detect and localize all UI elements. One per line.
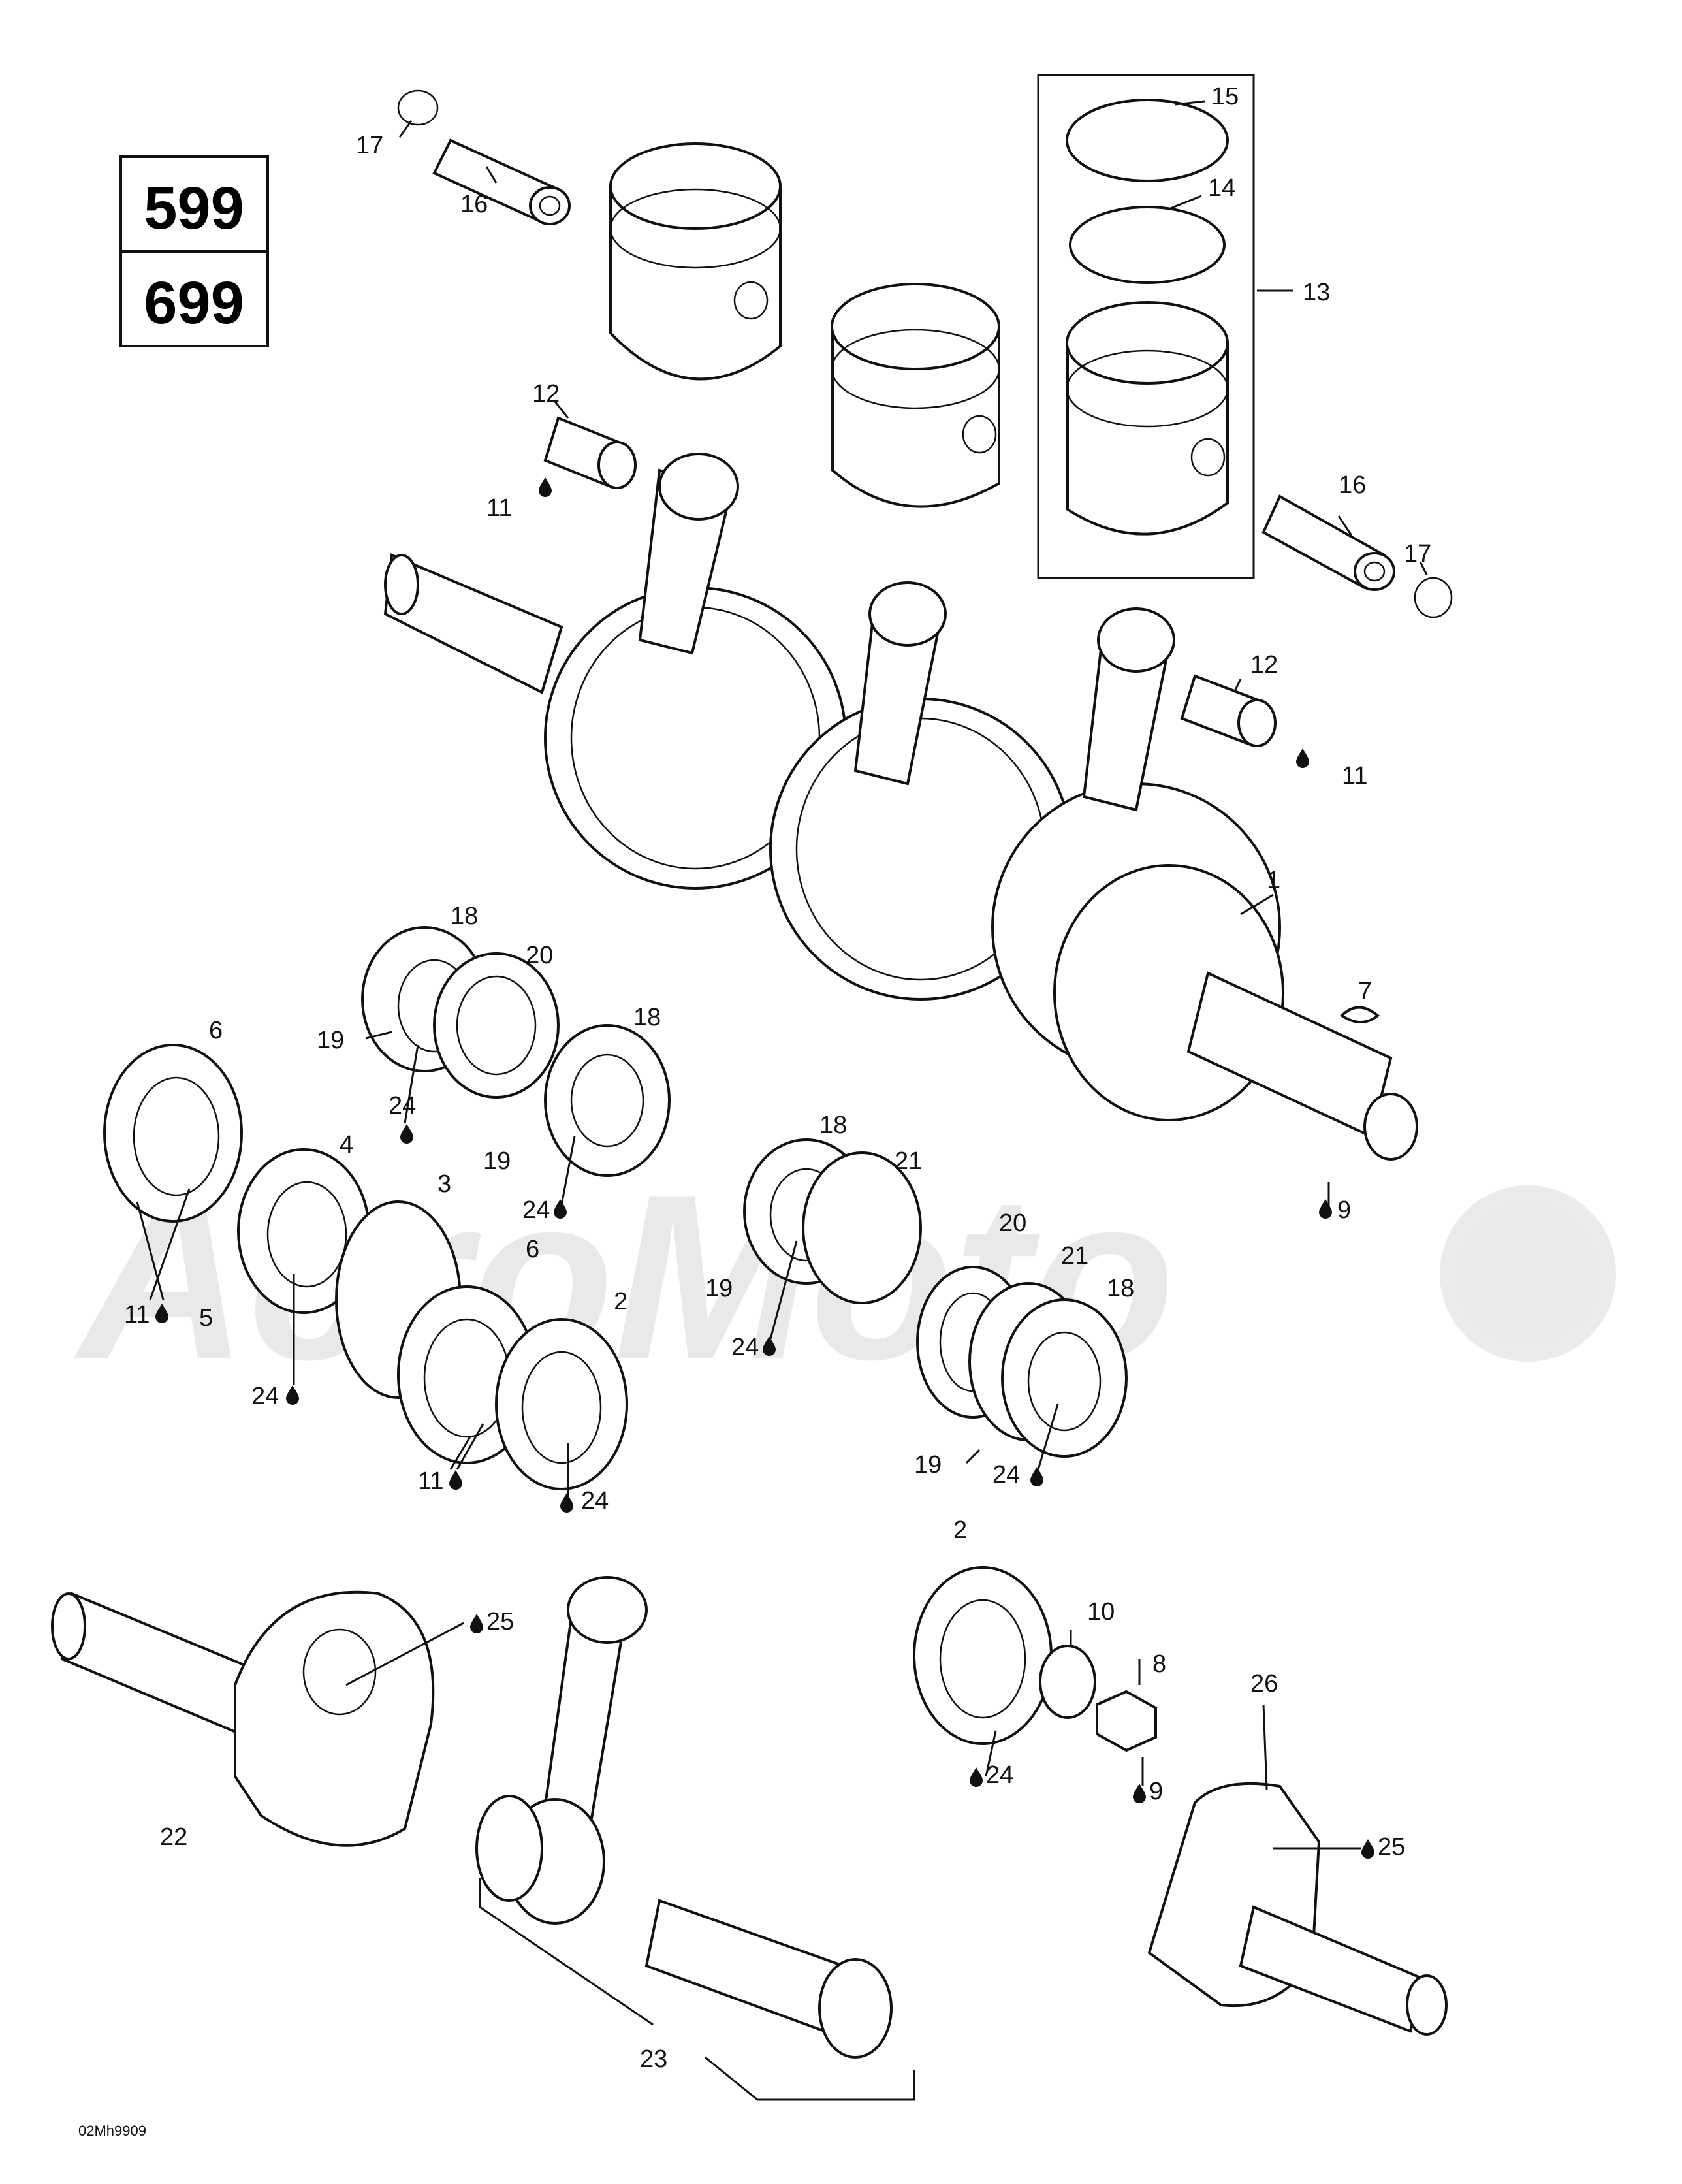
callout-19: 19 xyxy=(317,1027,344,1054)
callout-2: 2 xyxy=(953,1517,967,1544)
callout-7: 7 xyxy=(1358,978,1372,1005)
leader-lines xyxy=(136,100,1428,1850)
piston-ring-15 xyxy=(1066,99,1229,182)
oil-drop-icon xyxy=(970,1767,983,1787)
oil-drop-icon xyxy=(539,477,552,497)
callout-11: 11 xyxy=(124,1301,150,1328)
model-box: 599 699 xyxy=(119,155,269,347)
oil-drop-icon xyxy=(560,1493,573,1513)
woodruff-key-7 xyxy=(1339,1006,1380,1023)
callout-9: 9 xyxy=(1149,1778,1163,1805)
callout-11: 11 xyxy=(486,494,512,522)
oil-drop-icon xyxy=(1296,748,1309,768)
callout-25: 25 xyxy=(486,1608,514,1635)
callout-18: 18 xyxy=(819,1112,847,1139)
callout-24: 24 xyxy=(389,1092,416,1119)
callout-21: 21 xyxy=(895,1148,922,1175)
callout-13: 13 xyxy=(1303,279,1330,306)
callout-21: 21 xyxy=(1061,1242,1088,1270)
model-699: 699 xyxy=(144,270,244,336)
callout-6: 6 xyxy=(209,1017,223,1044)
callout-19: 19 xyxy=(914,1451,942,1479)
callout-24: 24 xyxy=(522,1196,550,1224)
callout-3: 3 xyxy=(437,1170,451,1198)
oil-drop-icon xyxy=(400,1124,413,1144)
oil-seal-6-left xyxy=(103,1044,243,1223)
connecting-rod-23 xyxy=(475,1576,893,2059)
ring-21-a xyxy=(802,1151,922,1304)
piston-pin-16-top xyxy=(432,138,571,225)
callout-19: 19 xyxy=(705,1275,733,1302)
callout-labels: 17 16 15 14 13 12 11 16 17 12 11 1 7 9 1… xyxy=(124,83,1431,2073)
oil-drop-icon xyxy=(1133,1784,1146,1803)
piston-ring-14 xyxy=(1069,206,1226,284)
piston-13-with-rings xyxy=(1066,301,1229,536)
callout-24: 24 xyxy=(986,1761,1013,1789)
piston-pin-16-right xyxy=(1262,494,1395,591)
bracket-23-right xyxy=(705,2056,915,2101)
crankshaft-assembly xyxy=(383,453,1418,1161)
callout-26: 26 xyxy=(1250,1670,1278,1697)
callout-11: 11 xyxy=(1342,762,1367,790)
callout-24: 24 xyxy=(251,1383,279,1410)
needle-bearing-12-right xyxy=(1180,674,1277,747)
callout-20: 20 xyxy=(999,1210,1026,1237)
crank-half-26 xyxy=(1147,1782,1448,2036)
bracket-23 xyxy=(479,1878,654,2026)
callout-8: 8 xyxy=(1152,1650,1166,1678)
oil-drop-icon xyxy=(1361,1839,1374,1859)
callout-16: 16 xyxy=(1339,472,1366,499)
crank-half-22 xyxy=(51,1590,435,1847)
callout-17: 17 xyxy=(356,132,383,159)
callout-5: 5 xyxy=(199,1304,213,1332)
callout-16: 16 xyxy=(460,191,488,218)
needle-bearing-12-left xyxy=(543,416,637,489)
ball-bearing-18-b xyxy=(544,1024,671,1177)
nut-8 xyxy=(1096,1690,1157,1752)
oil-drop-icon xyxy=(1030,1467,1043,1486)
model-599: 599 xyxy=(144,175,244,242)
piston-top xyxy=(609,142,782,381)
callout-24: 24 xyxy=(581,1487,609,1515)
callout-6: 6 xyxy=(526,1236,539,1263)
circlip-17-right xyxy=(1414,577,1453,618)
ball-bearing-2-lower xyxy=(913,1566,1053,1745)
oil-drop-icon xyxy=(1319,1199,1332,1219)
callout-4: 4 xyxy=(340,1131,353,1159)
callout-23: 23 xyxy=(640,2046,667,2073)
oil-drop-icon xyxy=(470,1614,483,1633)
ball-bearing-18-d xyxy=(1001,1298,1128,1458)
ball-bearing-4 xyxy=(237,1148,370,1314)
callout-17: 17 xyxy=(1404,540,1431,568)
piston-kit-frame xyxy=(1037,74,1255,579)
callout-18: 18 xyxy=(633,1004,661,1031)
callout-18: 18 xyxy=(451,903,478,930)
callout-24: 24 xyxy=(731,1334,759,1361)
callout-12: 12 xyxy=(532,380,560,408)
oil-drop-icon xyxy=(449,1470,462,1490)
callout-18: 18 xyxy=(1107,1275,1134,1302)
callout-9: 9 xyxy=(1337,1196,1351,1224)
lock-washer-10 xyxy=(1039,1645,1096,1719)
callout-20: 20 xyxy=(526,942,553,969)
callout-19: 19 xyxy=(483,1148,511,1175)
callout-10: 10 xyxy=(1087,1598,1115,1626)
callout-25: 25 xyxy=(1378,1833,1405,1861)
image-code: 02Mh9909 xyxy=(78,2123,146,2139)
callout-11: 11 xyxy=(418,1468,443,1495)
callout-12: 12 xyxy=(1250,651,1278,679)
watermark-wheel-icon xyxy=(1440,1185,1616,1362)
callout-1: 1 xyxy=(1267,867,1280,894)
callout-24: 24 xyxy=(992,1461,1020,1488)
callout-15: 15 xyxy=(1211,83,1239,110)
piston-middle xyxy=(831,283,1000,508)
ball-bearing-2-center xyxy=(495,1318,628,1490)
circlip-17-top xyxy=(397,89,439,126)
seal-20-a xyxy=(433,952,560,1099)
callout-22: 22 xyxy=(160,1823,187,1851)
callout-14: 14 xyxy=(1208,174,1235,202)
callout-2: 2 xyxy=(614,1288,627,1315)
